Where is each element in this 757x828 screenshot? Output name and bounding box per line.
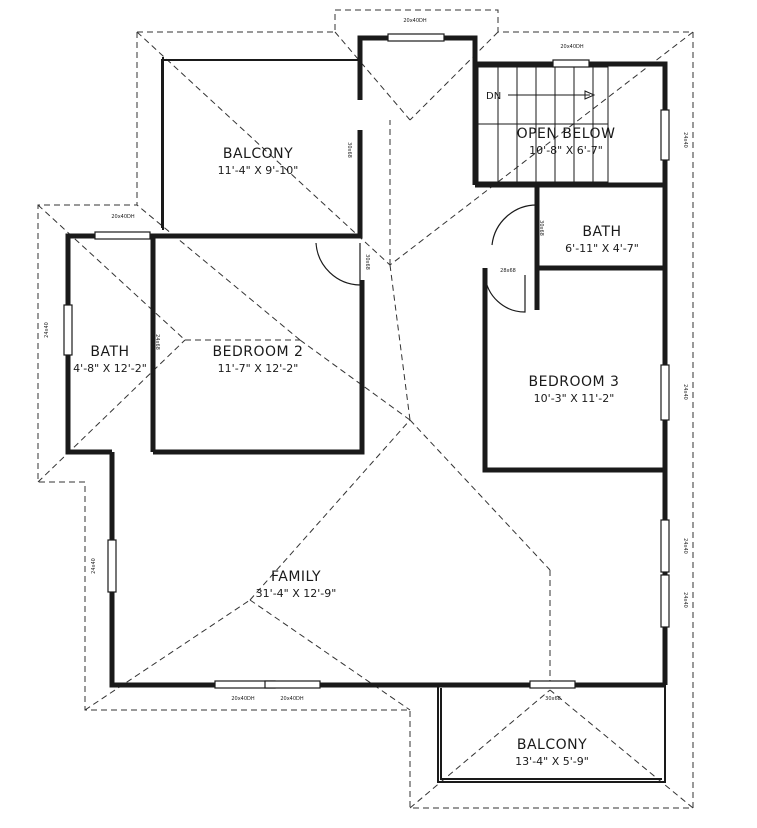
room-bedroom3-dims: 10'-3" X 11'-2" <box>534 392 615 405</box>
room-labels: BALCONY 11'-4" X 9'-10" OPEN BELOW 10'-8… <box>73 126 639 768</box>
window-bath-left-side <box>63 304 73 356</box>
room-bedroom2-dims: 11'-7" X 12'-2" <box>218 362 299 375</box>
window-bed3-right <box>660 364 670 421</box>
tag-stair-right: 24x40 <box>682 132 688 148</box>
room-bedroom3-name: BEDROOM 3 <box>529 374 620 390</box>
room-open-below-dims: 10'-8" X 6'-7" <box>529 144 603 157</box>
window-top-bay <box>387 33 445 42</box>
window-family-left <box>107 539 117 593</box>
tag-stair-top: 20x40DH <box>560 44 584 50</box>
tag-top-bay: 20x40DH <box>403 18 427 24</box>
room-bedroom2-name: BEDROOM 2 <box>213 344 304 360</box>
room-balcony-top-name: BALCONY <box>223 146 293 162</box>
tag-family-bottom-1: 20x40DH <box>231 696 255 702</box>
tag-door-balcony: 30x68 <box>346 142 352 158</box>
room-balcony-bottom-name: BALCONY <box>517 737 587 753</box>
room-family-name: FAMILY <box>271 569 321 585</box>
room-bath-left-name: BATH <box>90 344 129 360</box>
room-bath-right-name: BATH <box>582 224 621 240</box>
room-balcony-top-dims: 11'-4" X 9'-10" <box>218 164 299 177</box>
window-balcony-door <box>529 680 576 689</box>
tag-bath-left-top: 20x40DH <box>111 214 135 220</box>
door-bedroom3 <box>484 274 526 313</box>
room-bath-left-dims: 4'-8" X 12'-2" <box>73 362 147 375</box>
window-stair-right <box>660 109 670 161</box>
tag-family-right-1: 24x40 <box>682 538 688 554</box>
room-family-dims: 31'-4" X 12'-9" <box>256 587 337 600</box>
window-family-right-2 <box>660 574 670 628</box>
tag-family-bottom-2: 20x40DH <box>280 696 304 702</box>
window-stair-top <box>552 59 590 68</box>
door-bath-right <box>491 204 538 246</box>
tag-door-bath-right: 30x68 <box>538 220 544 236</box>
tag-balcony-door: 30x68 <box>545 696 561 702</box>
stairs: DN <box>477 66 609 183</box>
windows <box>63 33 670 689</box>
tag-bath-left-side: 24x40 <box>44 322 50 338</box>
window-bath-left-top <box>94 231 151 240</box>
tag-door-bath-left: 24x68 <box>154 334 160 350</box>
room-bath-right-dims: 6'-11" X 4'-7" <box>565 242 639 255</box>
window-family-bottom-2 <box>264 680 321 689</box>
door-bedroom2 <box>315 242 361 286</box>
tag-bed3-right: 24x40 <box>682 384 688 400</box>
window-tags: 20x40DH 20x40DH 20x40DH 24x40 24x40 24x4… <box>44 18 688 702</box>
roof-outline <box>37 9 694 809</box>
tag-family-left: 24x40 <box>91 558 97 574</box>
tag-door-bedroom3: 28x68 <box>500 268 516 274</box>
tag-door-bedroom2: 30x68 <box>364 254 370 270</box>
room-open-below-name: OPEN BELOW <box>517 126 616 142</box>
stair-dn-label: DN <box>486 91 501 102</box>
window-family-right-1 <box>660 519 670 573</box>
doors <box>315 130 538 313</box>
tag-family-right-2: 24x40 <box>682 592 688 608</box>
room-balcony-bottom-dims: 13'-4" X 5'-9" <box>515 755 589 768</box>
